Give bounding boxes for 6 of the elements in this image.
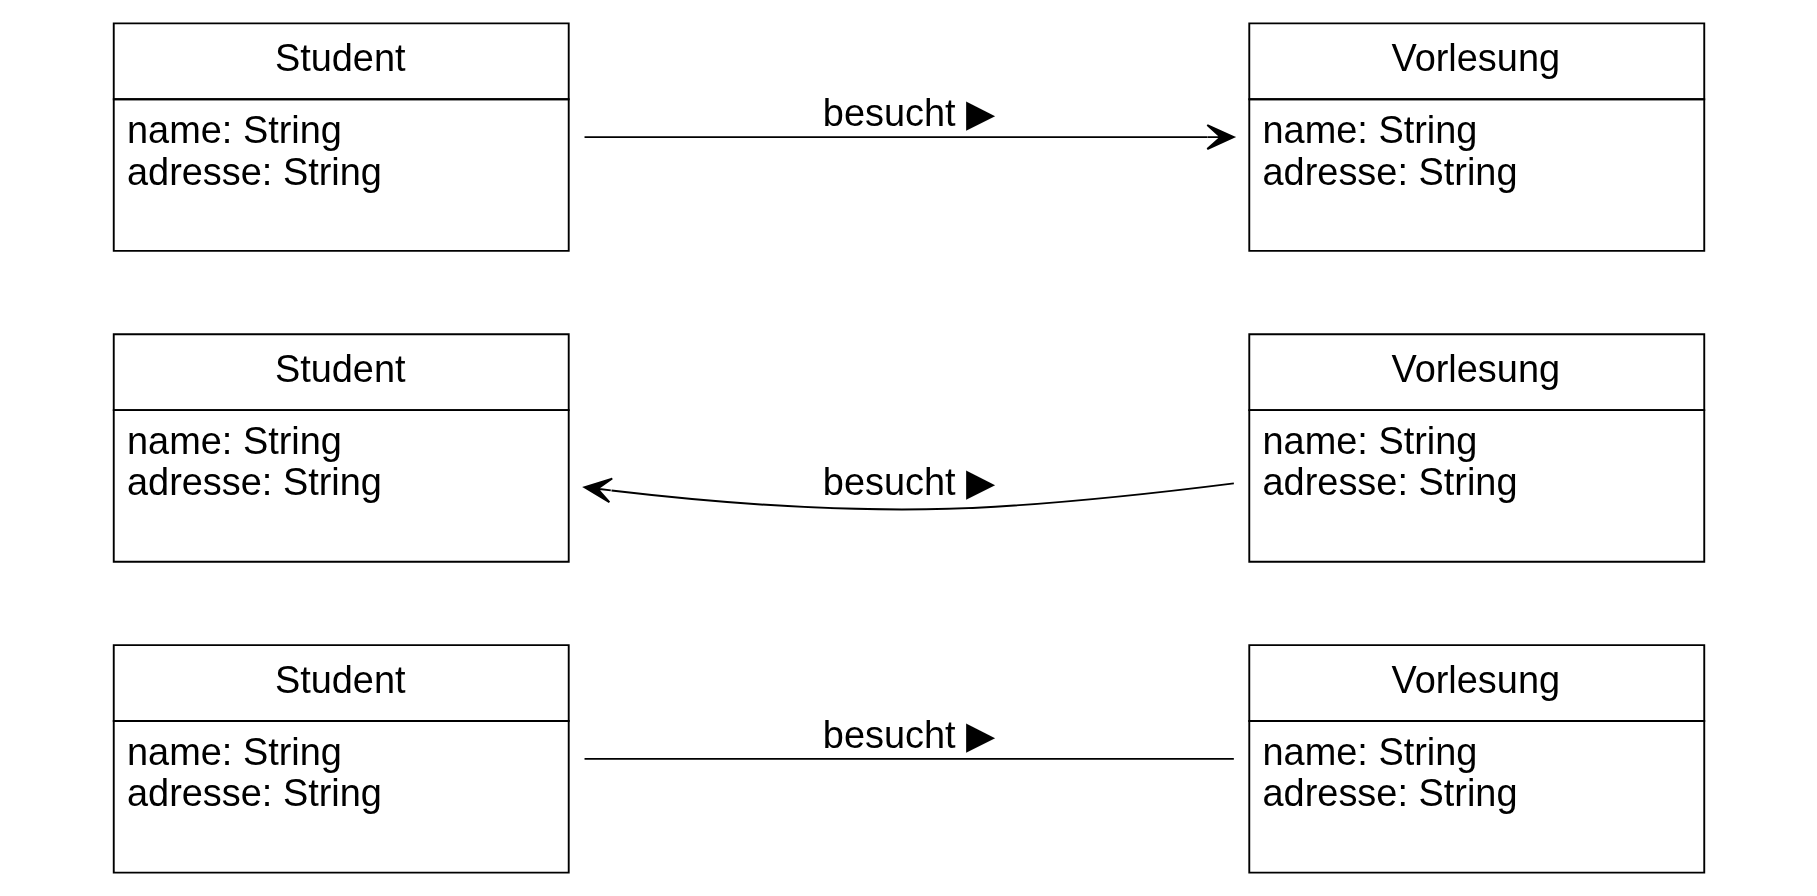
edge-label: besucht ▶ bbox=[822, 713, 995, 756]
edge-label: besucht ▶ bbox=[822, 91, 995, 134]
arrow bbox=[583, 124, 1235, 150]
arrow bbox=[583, 477, 1235, 511]
connector bbox=[583, 757, 1235, 760]
edge-label: besucht ▶ bbox=[822, 461, 995, 504]
